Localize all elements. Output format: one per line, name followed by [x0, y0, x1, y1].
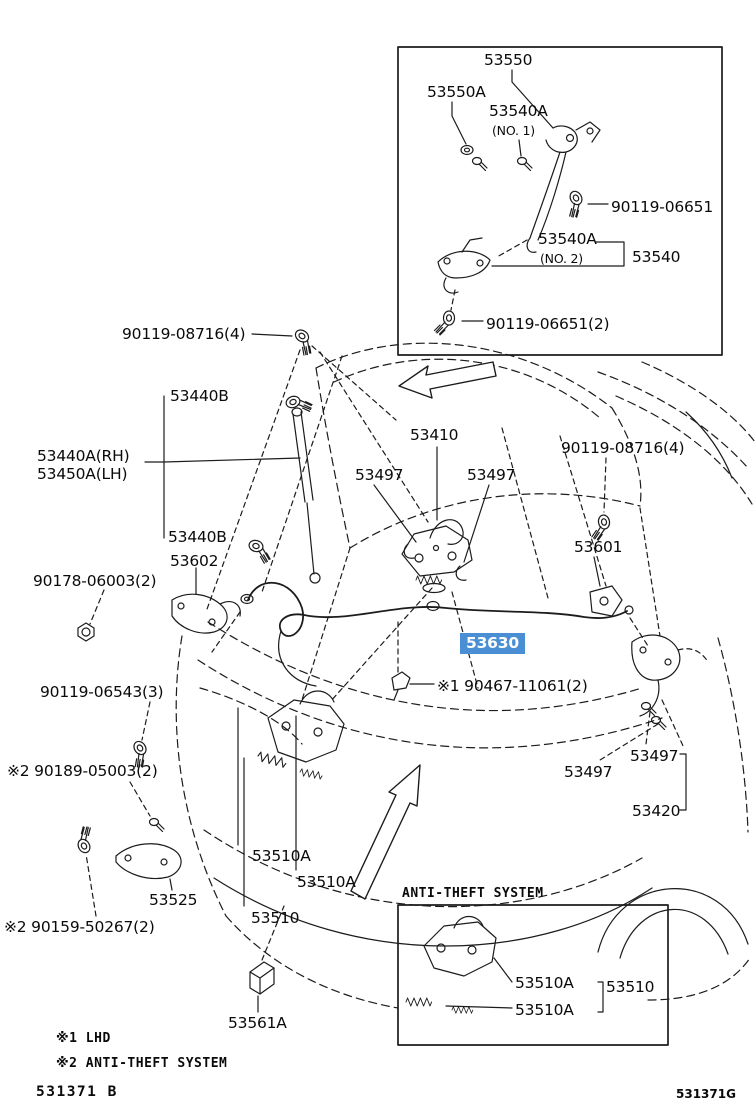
- part-53525[interactable]: 53525: [149, 891, 198, 909]
- part-90189-05003[interactable]: ※2 90189-05003(2): [7, 762, 158, 780]
- part-53550[interactable]: 53550: [484, 51, 533, 69]
- part-90119-06651[interactable]: 90119-06651: [611, 198, 714, 216]
- figure-code-right: 531371G: [676, 1087, 736, 1101]
- part-90119-08716-top[interactable]: 90119-08716(4): [122, 325, 246, 343]
- latch-53601: [589, 556, 623, 617]
- hood-latch-53510: [237, 690, 345, 907]
- part-53497-4[interactable]: 53497: [564, 763, 613, 781]
- part-53630[interactable]: 53630: [460, 633, 525, 655]
- hood-support-strut: [144, 390, 321, 584]
- windshield-lines: [597, 361, 756, 505]
- part-53602[interactable]: 53602: [170, 552, 219, 570]
- figure-code-left: 531371 B: [36, 1084, 118, 1100]
- part-90178-06003[interactable]: 90178-06003(2): [33, 572, 157, 590]
- label-anti-theft-system: ANTI-THEFT SYSTEM: [402, 886, 544, 901]
- part-53540[interactable]: 53540: [632, 248, 681, 266]
- part-53440b-top[interactable]: 53440B: [170, 387, 229, 405]
- part-53550a[interactable]: 53550A: [427, 83, 486, 101]
- hood-lock-assembly: [373, 446, 490, 594]
- part-53601[interactable]: 53601: [574, 538, 623, 556]
- lower-left-fasteners: [123, 701, 165, 833]
- part-53497-3[interactable]: 53497: [630, 747, 679, 765]
- car-body-outline: [175, 621, 751, 1009]
- lock-control-right: [599, 634, 709, 811]
- part-53510a-4[interactable]: 53510A: [515, 1001, 574, 1019]
- sub-no2: (NO. 2): [540, 251, 583, 266]
- part-53450a-lh[interactable]: 53450A(LH): [37, 465, 128, 483]
- inset-hood-lever-detail: [397, 46, 723, 356]
- part-53510a-1[interactable]: 53510A: [252, 847, 311, 865]
- note-anti-theft: ※2 ANTI-THEFT SYSTEM: [56, 1056, 228, 1071]
- direction-arrow-up: [350, 764, 421, 900]
- part-53440a-rh[interactable]: 53440A(RH): [37, 447, 130, 465]
- part-53497-2[interactable]: 53497: [467, 466, 516, 484]
- cable-clamp: [391, 671, 435, 701]
- part-90119-06543[interactable]: 90119-06543(3): [40, 683, 164, 701]
- part-90467-11061[interactable]: ※1 90467-11061(2): [437, 677, 588, 695]
- part-53510a-3[interactable]: 53510A: [515, 974, 574, 992]
- part-53561a[interactable]: 53561A: [228, 1014, 287, 1032]
- part-90159-50267[interactable]: ※2 90159-50267(2): [4, 918, 155, 936]
- part-90119-06651-2[interactable]: 90119-06651(2): [486, 315, 610, 333]
- hinge-bolts: [251, 326, 613, 542]
- note-lhd: ※1 LHD: [56, 1031, 111, 1046]
- part-53510[interactable]: 53510: [251, 909, 300, 927]
- projection-lines: [205, 349, 661, 703]
- part-53410[interactable]: 53410: [410, 426, 459, 444]
- part-53510-box[interactable]: 53510: [606, 978, 655, 996]
- inset-anti-theft-detail: [397, 904, 669, 1046]
- part-53540a-no2[interactable]: 53540A: [538, 230, 597, 248]
- part-90119-08716-right[interactable]: 90119-08716(4): [561, 439, 685, 457]
- part-53497-1[interactable]: 53497: [355, 466, 404, 484]
- hood-outline: [315, 342, 642, 549]
- hood-release-cable: [240, 582, 634, 687]
- sub-no1: (NO. 1): [492, 123, 535, 138]
- part-53440b-bottom[interactable]: 53440B: [168, 528, 227, 546]
- part-53420[interactable]: 53420: [632, 802, 681, 820]
- part-53510a-2[interactable]: 53510A: [297, 873, 356, 891]
- bracket-53525: [70, 823, 182, 917]
- part-53540a-no1[interactable]: 53540A: [489, 102, 548, 120]
- hinge-bracket-left: [77, 567, 241, 642]
- hood-cushion: [249, 905, 285, 1013]
- direction-arrow-left: [398, 361, 497, 399]
